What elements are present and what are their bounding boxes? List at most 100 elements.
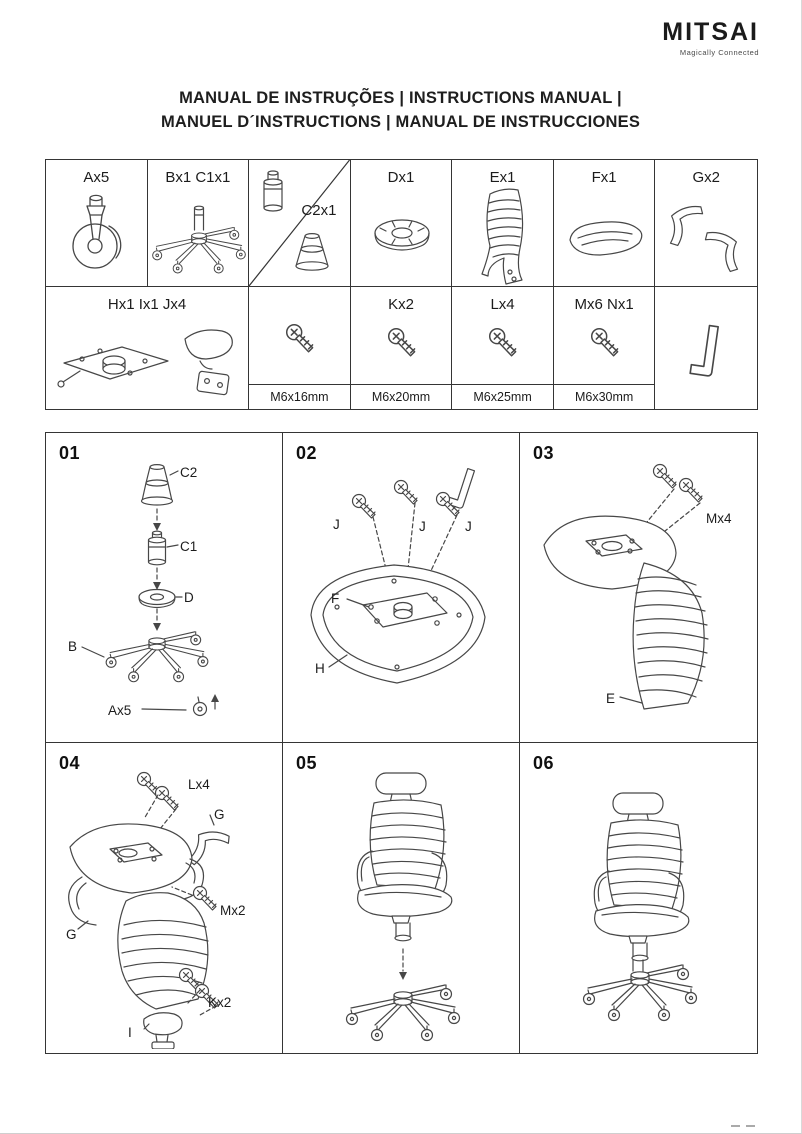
step-number-06: 06 <box>533 753 555 773</box>
part-label-a: Ax5 <box>83 169 110 186</box>
step-03-panel: 03 <box>520 433 757 743</box>
step-number-01: 01 <box>59 443 81 463</box>
label-j2: J <box>419 519 426 534</box>
label-mx4: Mx4 <box>706 511 732 526</box>
label-i: I <box>128 1025 132 1040</box>
allen-key-icon <box>445 464 476 510</box>
parts-cell-kx2: Kx2 M6x20mm <box>350 287 453 409</box>
parts-cell-dx1: Dx1 <box>350 160 453 287</box>
parts-cell-gx2: Gx2 <box>655 160 757 287</box>
label-e: E <box>606 691 616 706</box>
screw-icon <box>652 463 677 489</box>
label-g-left: G <box>66 927 77 942</box>
bottom-edge-marks <box>731 1125 755 1127</box>
screw-icon <box>489 327 517 357</box>
step-01-diagram <box>81 463 220 717</box>
screw-icon <box>678 477 703 503</box>
screw-size-k: M6x20mm <box>350 384 452 409</box>
step-05-diagram <box>345 772 461 1042</box>
label-ax5: Ax5 <box>108 703 132 718</box>
brand-logo: MITSAI Magically Connected <box>662 18 759 58</box>
parts-cell-ex1: Ex1 <box>452 160 554 287</box>
brand-name: MITSAI <box>662 18 759 46</box>
part-label-l: Lx4 <box>490 296 515 313</box>
label-kx2: Kx2 <box>208 995 232 1010</box>
backrest-frame-icon <box>481 188 524 285</box>
parts-cell-hx1-ix1-jx4: Hx1 Ix1 Jx4 <box>46 287 250 409</box>
step-02-diagram <box>310 464 486 684</box>
armrest-icon <box>186 826 231 873</box>
gas-lift-and-cover-icon <box>263 170 329 271</box>
label-g-right: G <box>214 807 225 822</box>
screw-icon <box>286 323 314 353</box>
step-05-panel: 05 <box>283 743 520 1053</box>
label-b: B <box>68 639 78 654</box>
parts-cell-allen-key <box>655 287 757 409</box>
brand-tagline: Magically Connected <box>679 48 759 57</box>
part-label-hij: Hx1 Ix1 Jx4 <box>107 296 187 313</box>
part-label-m: Mx6 Nx1 <box>574 296 634 313</box>
part-label-f: Fx1 <box>591 169 617 186</box>
base-icon <box>105 631 209 683</box>
screw-icon <box>192 885 217 911</box>
screw-icon <box>387 327 416 357</box>
diagonal-divider <box>249 160 350 286</box>
parts-cell-c2x1: C2x1 <box>249 160 351 287</box>
loose-caster-icon <box>192 696 208 717</box>
step-02-panel: 02 <box>283 433 520 743</box>
label-j1: J <box>333 517 340 532</box>
allen-key-icon <box>689 323 720 378</box>
base-cap-icon <box>374 219 430 251</box>
screw-size-j: M6x16mm <box>249 384 350 409</box>
label-h: H <box>315 661 325 676</box>
assembled-chair-icon <box>593 792 690 962</box>
label-lx4: Lx4 <box>188 777 210 792</box>
parts-cell-ax5: Ax5 <box>46 160 148 287</box>
step-number-05: 05 <box>296 753 318 773</box>
step-03-diagram <box>543 463 709 710</box>
assembly-steps: 01 <box>45 432 758 1054</box>
screw-icon <box>393 479 418 505</box>
parts-cell-screw-m6x16: M6x16mm <box>249 287 351 409</box>
parts-cell-bx1-c1x1: Bx1 C1x1 <box>147 160 250 287</box>
label-j3: J <box>465 519 472 534</box>
step-04-diagram <box>68 771 231 1049</box>
parts-cell-mx6-nx1: Mx6 Nx1 M6x30mm <box>553 287 656 409</box>
part-label-e: Ex1 <box>489 169 516 186</box>
screw-icon <box>351 493 376 519</box>
part-label-k: Kx2 <box>388 296 414 313</box>
title-line-2: MANUEL D´INSTRUCTIONS | MANUAL DE INSTRU… <box>160 112 641 131</box>
screw-icon <box>590 327 619 357</box>
chair-upper-assembly-icon <box>356 772 453 942</box>
armrest-pair-icon <box>666 205 743 273</box>
step-06-panel: 06 <box>520 743 757 1053</box>
parts-cell-fx1: Fx1 <box>553 160 656 287</box>
label-c2: C2 <box>180 465 198 480</box>
caster-wheel-icon <box>72 194 122 269</box>
step-number-04: 04 <box>59 753 81 773</box>
step-number-02: 02 <box>296 443 318 463</box>
base-icon <box>345 984 461 1042</box>
step-04-panel: 04 <box>46 743 283 1053</box>
part-label-bc: Bx1 C1x1 <box>165 169 231 186</box>
parts-cell-lx4: Lx4 M6x25mm <box>452 287 554 409</box>
step-number-03: 03 <box>533 443 555 463</box>
manual-title: MANUAL DE INSTRUÇÕES | INSTRUCTIONS MANU… <box>0 87 801 135</box>
screw-icon <box>154 785 179 811</box>
label-c1: C1 <box>180 539 198 554</box>
parts-table: Ax5 Bx1 C1x1 <box>45 159 758 410</box>
part-label-d: Dx1 <box>387 169 415 186</box>
label-d: D <box>184 590 194 605</box>
label-mx2: Mx2 <box>220 903 246 918</box>
mechanism-and-headrest-icon <box>57 329 233 396</box>
five-star-base-icon <box>151 205 246 274</box>
screw-size-l: M6x25mm <box>452 384 553 409</box>
seat-cushion-icon <box>569 221 643 256</box>
step-01-panel: 01 <box>46 433 283 743</box>
base-icon <box>582 964 698 1022</box>
step-06-diagram <box>582 792 698 1022</box>
part-label-c2: C2x1 <box>301 202 337 219</box>
title-line-1: MANUAL DE INSTRUÇÕES | INSTRUCTIONS MANU… <box>179 89 622 107</box>
part-label-g: Gx2 <box>692 169 720 186</box>
